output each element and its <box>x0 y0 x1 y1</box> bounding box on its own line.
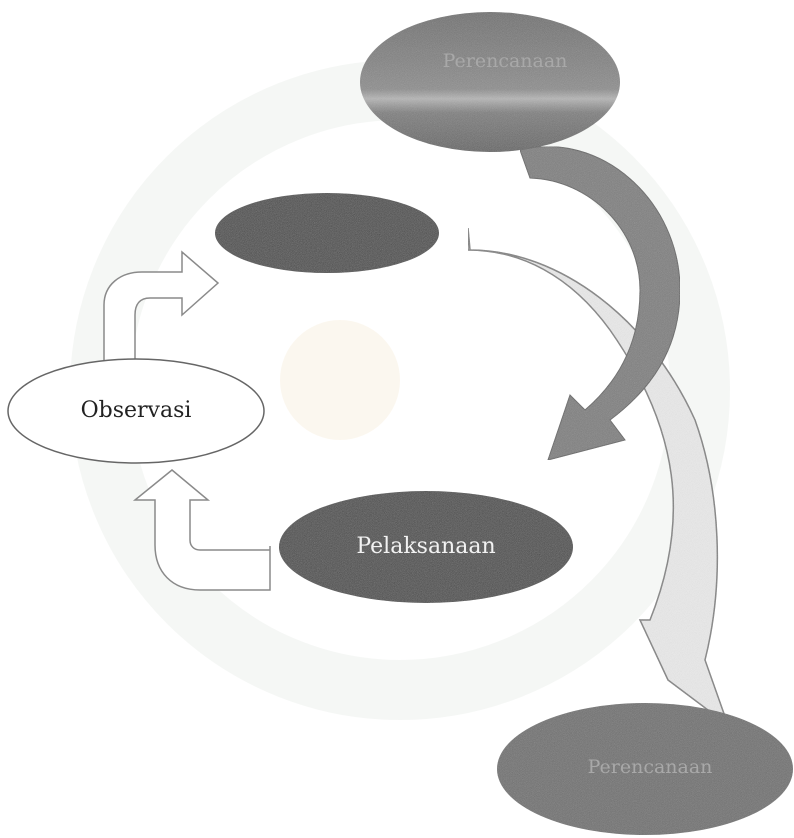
node-refleksi <box>215 193 439 273</box>
node-perencanaan-bottom-label: Perencanaan <box>588 756 713 778</box>
arrow-observasi-to-refleksi <box>103 250 220 363</box>
node-perencanaan-top-label: Perencanaan <box>443 50 568 72</box>
arrow-perencanaan-to-pelaksanaan <box>519 146 681 461</box>
node-pelaksanaan-label: Pelaksanaan <box>356 534 495 559</box>
arrow-pelaksanaan-to-observasi <box>132 469 271 591</box>
node-perencanaan-top <box>360 12 620 152</box>
node-observasi <box>7 358 265 464</box>
node-perencanaan-bottom <box>497 703 793 835</box>
node-observasi-label: Observasi <box>81 398 192 423</box>
node-pelaksanaan <box>279 491 573 603</box>
